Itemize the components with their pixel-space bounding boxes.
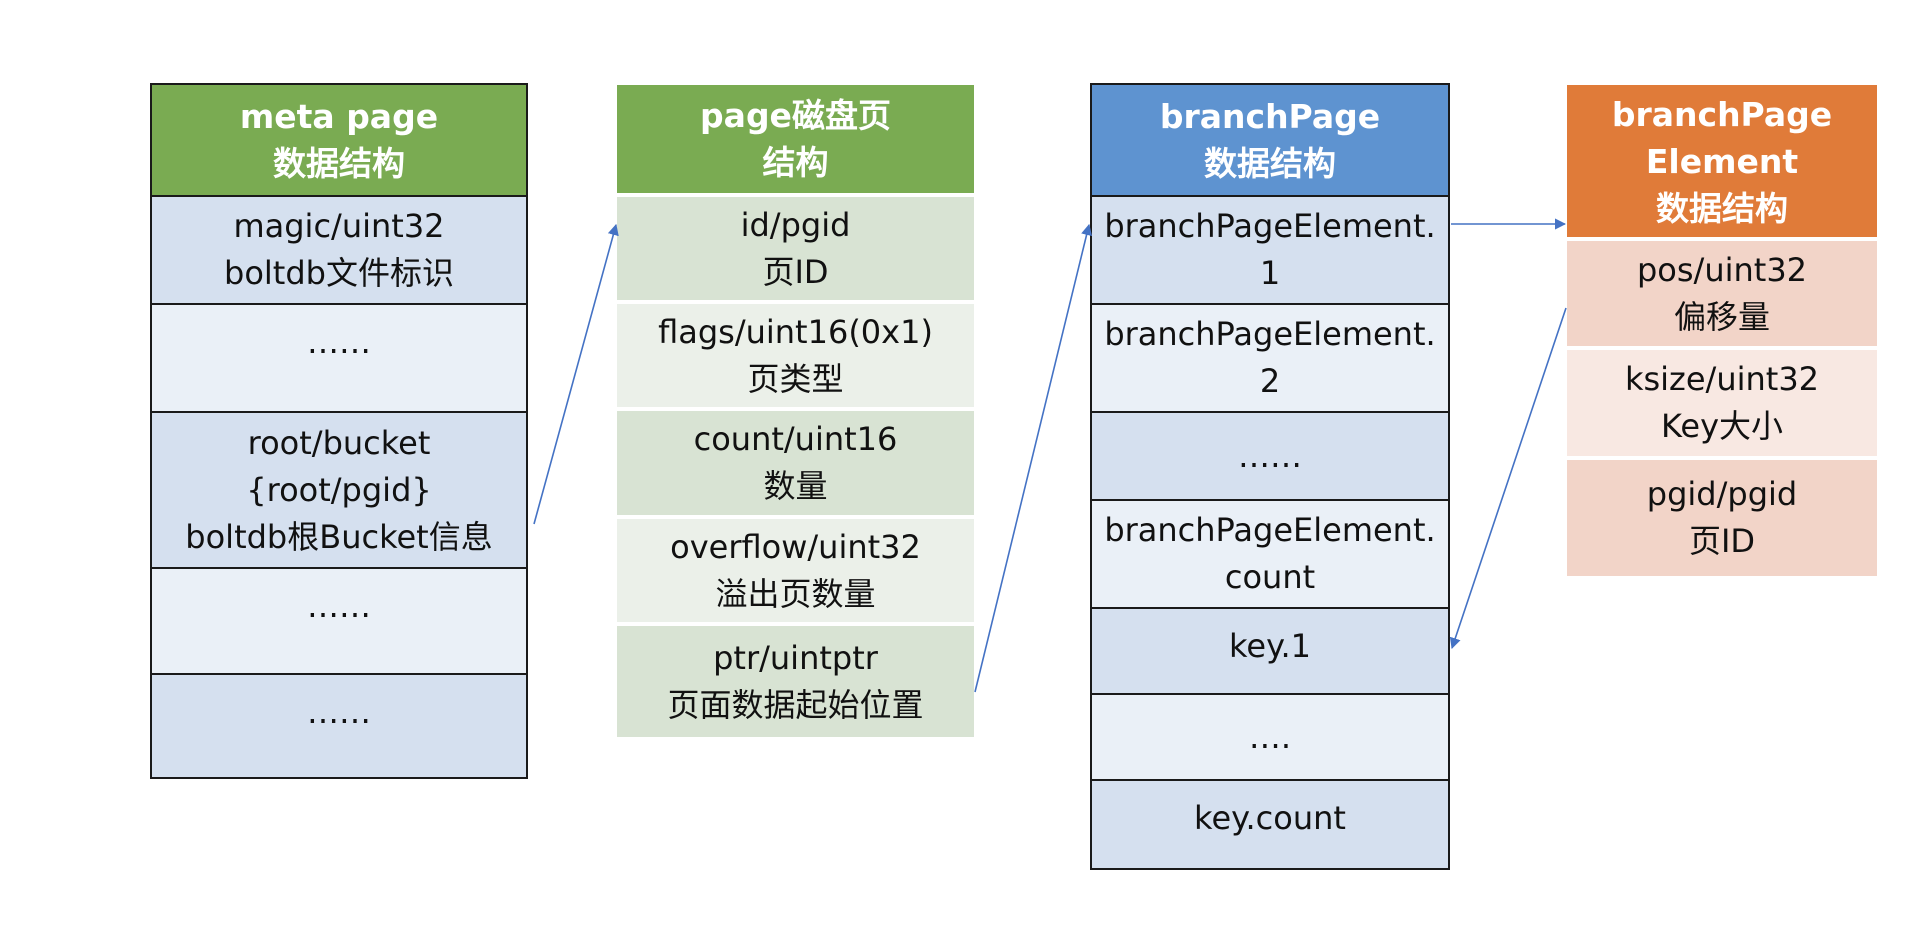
cell-line: ksize/uint32 bbox=[1624, 360, 1820, 398]
header-line: 数据结构 bbox=[1656, 188, 1788, 228]
meta-row-ellipsis-3: …… bbox=[152, 673, 526, 777]
branch-row-key-ellipsis: …. bbox=[1092, 693, 1448, 779]
cell-line: …… bbox=[307, 693, 371, 731]
header-line: branchPage bbox=[1611, 94, 1833, 134]
arrow-page-to-branch bbox=[974, 223, 1093, 693]
arrow-meta-to-page bbox=[533, 223, 619, 525]
cell-line: …… bbox=[307, 323, 371, 361]
cell-line: 页面数据起始位置 bbox=[667, 685, 924, 724]
cell-line: 数量 bbox=[763, 467, 828, 505]
header-line: meta page bbox=[239, 97, 439, 136]
cell-line: key.1 bbox=[1229, 627, 1311, 665]
cell-line: root/bucket bbox=[247, 423, 431, 462]
page-disk-header: page磁盘页 结构 bbox=[617, 85, 974, 193]
header-line: Element bbox=[1645, 141, 1799, 181]
cell-line: 2 bbox=[1259, 362, 1281, 400]
cell-line: id/pgid bbox=[740, 205, 851, 244]
element-row-pos: pos/uint32 偏移量 bbox=[1567, 237, 1877, 346]
meta-row-root-bucket: root/bucket {root/pgid} boltdb根Bucket信息 bbox=[152, 411, 526, 567]
cell-line: overflow/uint32 bbox=[670, 527, 921, 566]
branch-row-element-count: branchPageElement. count bbox=[1092, 499, 1448, 607]
cell-line: 页ID bbox=[1688, 522, 1756, 560]
cell-line: 1 bbox=[1259, 254, 1281, 292]
cell-line: …… bbox=[307, 587, 371, 625]
cell-line: …. bbox=[1248, 717, 1292, 756]
header-line: page磁盘页 bbox=[700, 96, 891, 135]
branch-page-element-header: branchPage Element 数据结构 bbox=[1567, 85, 1877, 237]
branch-row-key-count: key.count bbox=[1092, 779, 1448, 868]
page-row-flags: flags/uint16(0x1) 页类型 bbox=[617, 300, 974, 407]
cell-line: branchPageElement. bbox=[1104, 315, 1436, 353]
meta-page-header: meta page 数据结构 bbox=[152, 85, 526, 195]
cell-line: magic/uint32 bbox=[233, 207, 445, 245]
cell-line: count/uint16 bbox=[693, 420, 898, 458]
page-row-ptr: ptr/uintptr 页面数据起始位置 bbox=[617, 622, 974, 737]
branch-page-table: branchPage 数据结构 branchPageElement. 1 bra… bbox=[1090, 83, 1450, 870]
element-row-pgid: pgid/pgid 页ID bbox=[1567, 456, 1877, 576]
cell-line: boltdb文件标识 bbox=[224, 254, 454, 292]
meta-row-ellipsis-1: …… bbox=[152, 303, 526, 411]
cell-line: branchPageElement. bbox=[1104, 207, 1436, 245]
branch-row-ellipsis: …… bbox=[1092, 411, 1448, 499]
page-row-overflow: overflow/uint32 溢出页数量 bbox=[617, 515, 974, 622]
branch-page-element-table: branchPage Element 数据结构 pos/uint32 偏移量 k… bbox=[1567, 85, 1877, 576]
cell-line: boltdb根Bucket信息 bbox=[185, 517, 493, 556]
cell-line: 页类型 bbox=[747, 359, 844, 398]
cell-line: 偏移量 bbox=[1673, 297, 1770, 336]
cell-line: pos/uint32 bbox=[1636, 250, 1808, 289]
element-row-ksize: ksize/uint32 Key大小 bbox=[1567, 346, 1877, 456]
page-row-count: count/uint16 数量 bbox=[617, 407, 974, 515]
header-line: 结构 bbox=[762, 143, 829, 182]
cell-line: flags/uint16(0x1) bbox=[658, 312, 933, 351]
cell-line: pgid/pgid bbox=[1646, 475, 1798, 513]
cell-line: branchPageElement. bbox=[1104, 511, 1436, 549]
branch-row-key-1: key.1 bbox=[1092, 607, 1448, 693]
page-disk-table: page磁盘页 结构 id/pgid 页ID flags/uint16(0x1)… bbox=[617, 85, 974, 737]
header-line: 数据结构 bbox=[273, 144, 405, 183]
cell-line: Key大小 bbox=[1660, 407, 1784, 445]
branch-row-element-2: branchPageElement. 2 bbox=[1092, 303, 1448, 411]
cell-line: count bbox=[1224, 558, 1316, 596]
branch-row-element-1: branchPageElement. 1 bbox=[1092, 195, 1448, 303]
cell-line: 溢出页数量 bbox=[715, 574, 876, 613]
cell-line: ptr/uintptr bbox=[713, 638, 878, 677]
meta-page-table: meta page 数据结构 magic/uint32 boltdb文件标识 …… bbox=[150, 83, 528, 779]
header-line: branchPage bbox=[1159, 97, 1381, 136]
header-line: 数据结构 bbox=[1204, 144, 1336, 183]
branch-page-header: branchPage 数据结构 bbox=[1092, 85, 1448, 195]
cell-line: …… bbox=[1238, 436, 1302, 475]
page-row-id: id/pgid 页ID bbox=[617, 193, 974, 300]
cell-line: 页ID bbox=[762, 252, 829, 291]
arrow-element-to-key bbox=[1449, 307, 1567, 650]
cell-line: {root/pgid} bbox=[246, 470, 432, 509]
meta-row-ellipsis-2: …… bbox=[152, 567, 526, 673]
meta-row-magic: magic/uint32 boltdb文件标识 bbox=[152, 195, 526, 303]
cell-line: key.count bbox=[1194, 799, 1346, 837]
